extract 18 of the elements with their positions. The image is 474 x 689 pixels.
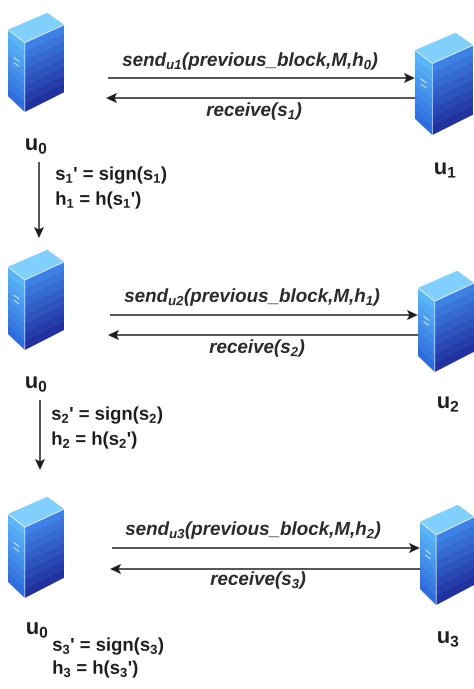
message-label: receive(s$_{2}$) (209, 339, 305, 357)
message-label: send$_{u1}$(previous_block,M,h$_{0}$) (122, 52, 378, 70)
message-label: send$_{u2}$(previous_block,M,h$_{1}$) (124, 288, 380, 306)
server-label: u$_{2}$ (438, 396, 458, 412)
server-label: u$_{3}$ (438, 631, 458, 647)
equation-text: s$_{2}$' = sign(s$_{2}$) (52, 406, 162, 424)
server-label: u$_{0}$ (26, 376, 46, 392)
server-label: u$_{0}$ (27, 622, 48, 638)
equation-text: s$_{1}$' = sign(s$_{1}$) (56, 166, 166, 184)
equation-text: s$_{3}$' = sign(s$_{3}$) (52, 637, 164, 655)
message-label: send$_{u3}$(previous_block,M,h$_{2}$) (125, 521, 381, 539)
equation-text: h$_{3}$ = h(s$_{3}$') (53, 660, 138, 678)
server-label: u$_{0}$ (26, 138, 46, 154)
equation-text: h$_{1}$ = h(s$_{1}$') (56, 191, 140, 209)
message-label: receive(s$_{1}$) (206, 102, 302, 120)
equation-text: h$_{2}$ = h(s$_{2}$') (52, 431, 136, 449)
message-label: receive(s$_{3}$) (210, 571, 306, 589)
server-label: u$_{1}$ (435, 162, 456, 178)
